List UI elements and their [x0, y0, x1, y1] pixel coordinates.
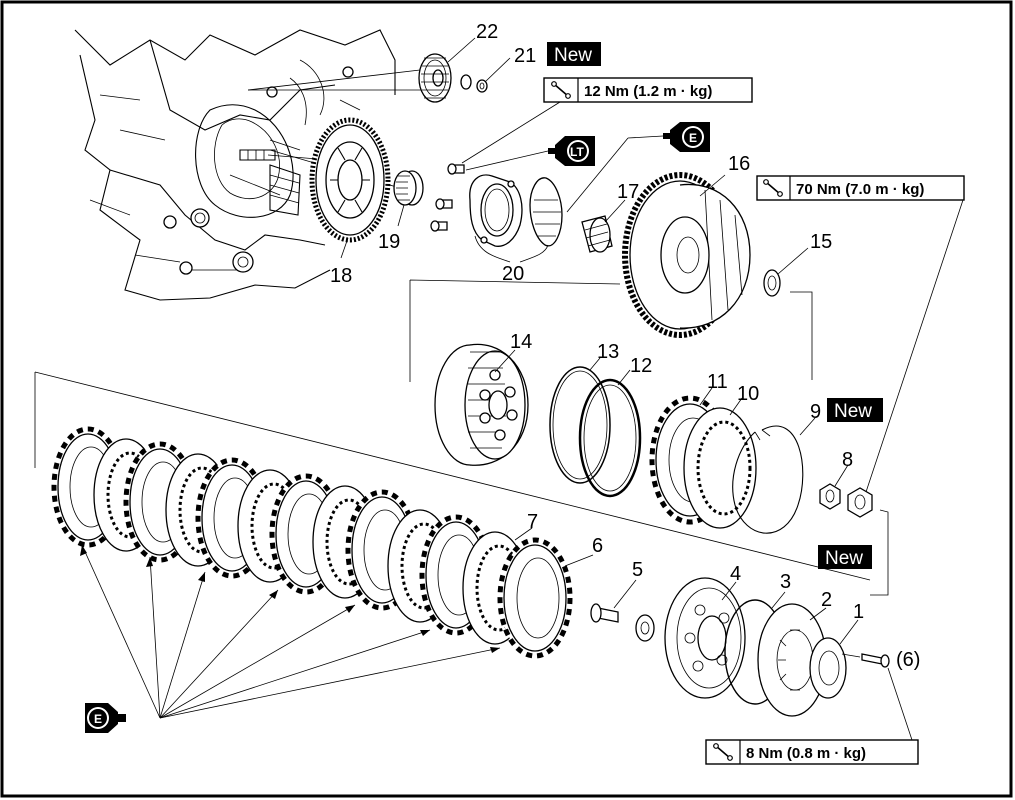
part-14-clutch-boss	[434, 343, 529, 466]
svg-text:E: E	[689, 131, 697, 145]
callout-2: 2	[821, 589, 832, 611]
part-21-washer	[460, 74, 488, 93]
callout-14: 14	[510, 331, 532, 353]
callout-7: 7	[527, 511, 538, 533]
plate-stack	[51, 426, 573, 659]
svg-text:New: New	[825, 548, 863, 569]
callout-4: 4	[730, 563, 741, 585]
part-9-circlip	[732, 425, 804, 534]
engine-oil-badge-bottom: E	[85, 703, 126, 733]
part-1-spring-retainer	[809, 637, 847, 699]
e-leader-top-2	[566, 137, 629, 213]
callout-17: 17	[617, 181, 639, 203]
torque-box-70nm: 70 Nm (7.0 m · kg)	[756, 175, 965, 201]
svg-text:70 Nm (7.0 m · kg): 70 Nm (7.0 m · kg)	[796, 181, 924, 198]
svg-text:New: New	[554, 45, 592, 66]
locktite-badge: LT	[548, 136, 595, 166]
callout-20: 20	[502, 263, 524, 285]
callout-6: 6	[592, 535, 603, 557]
lt-leader	[465, 150, 549, 171]
callout-16: 16	[728, 153, 750, 175]
part-18-primary-gear	[309, 117, 391, 243]
part-70nm-nut	[847, 487, 873, 518]
callout-10: 10	[737, 383, 759, 405]
part-8-lock-washer	[819, 483, 841, 510]
svg-text:LT: LT	[570, 145, 584, 159]
part-20-retainer	[430, 163, 563, 247]
part-bolt	[861, 653, 890, 668]
new-badge-9: New	[827, 398, 883, 422]
callout-5: 5	[632, 559, 643, 581]
group-bracket-upper	[409, 279, 813, 382]
engine-oil-badge-top: E	[663, 122, 710, 152]
torque-box-12nm: 12 Nm (1.2 m · kg)	[543, 77, 753, 103]
new-badge-21: New	[547, 42, 601, 66]
callout-13: 13	[597, 341, 619, 363]
part-10-clutch-plate	[683, 407, 757, 529]
bolt-leader	[841, 653, 913, 741]
part-22-gear	[418, 53, 452, 103]
callout-bolt-quantity: (6)	[896, 649, 920, 671]
part-4-pressure-plate	[664, 577, 746, 699]
callout-3: 3	[780, 571, 791, 593]
torque-box-8nm: 8 Nm (0.8 m · kg)	[705, 739, 919, 765]
callout-18: 18	[330, 265, 352, 287]
e-leader-top	[627, 135, 664, 139]
group-bracket-lower	[34, 371, 889, 596]
callout-9: 9	[810, 401, 821, 423]
crankcase	[74, 29, 396, 301]
callout-1: 1	[853, 601, 864, 623]
new-badge-8: New	[818, 545, 872, 569]
svg-text:New: New	[834, 401, 872, 422]
svg-text:8 Nm (0.8 m · kg): 8 Nm (0.8 m · kg)	[746, 745, 866, 762]
torque-70-leader	[865, 199, 964, 493]
part-19-needle-bearing	[393, 170, 424, 206]
svg-text:E: E	[94, 712, 102, 726]
callout-8: 8	[842, 449, 853, 471]
callout-19: 19	[378, 231, 400, 253]
callout-11: 11	[707, 371, 728, 393]
part-2-diaphragm-spring	[757, 603, 827, 717]
callouts: 22 21 18 19 20 17 16 15 14 13 12 11 10 9…	[330, 21, 920, 671]
part-16-clutch-housing	[622, 172, 751, 338]
callout-15: 15	[810, 231, 832, 253]
part-17-bearing	[581, 215, 613, 253]
part-12-ring	[578, 378, 642, 498]
part-13-ring	[549, 366, 611, 484]
svg-text:12 Nm (1.2 m · kg): 12 Nm (1.2 m · kg)	[584, 83, 712, 100]
torque-12-leader	[461, 101, 561, 164]
callout-21: 21	[514, 45, 536, 67]
part-5-push-rod	[590, 603, 655, 642]
callout-22: 22	[476, 21, 498, 43]
oil-application-arrows	[80, 544, 501, 719]
callout-12: 12	[630, 355, 652, 377]
part-15-washer	[763, 269, 781, 297]
